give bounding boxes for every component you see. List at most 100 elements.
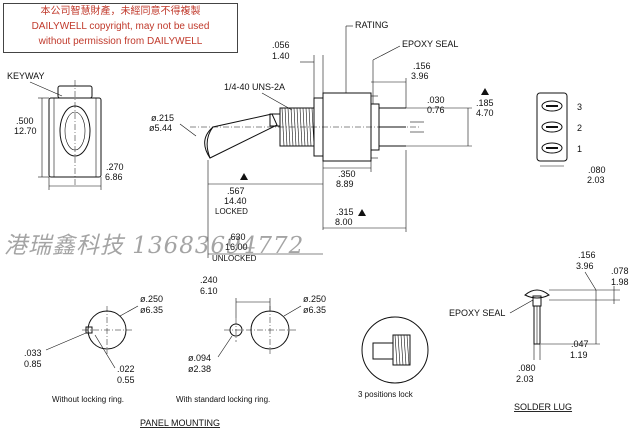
leader	[217, 335, 233, 358]
dim-seal-in: .156	[413, 61, 431, 71]
detail-circle	[361, 316, 429, 384]
side-view: ø.215 ø5.44 1/4-40 UNS-2A .056 1.40 RATI…	[149, 20, 494, 263]
dim-lug-t-mm: 1.19	[570, 350, 588, 360]
dim-lug-sp-mm: 2.03	[516, 374, 534, 384]
dim-flat1-mm: 0.85	[24, 359, 42, 369]
revision-triangle	[240, 173, 248, 180]
dim-ctr-in: .240	[200, 275, 218, 285]
dim-term-mm: 8.00	[335, 217, 353, 227]
dim-unlocked-mm: 16.00	[225, 242, 248, 252]
terminal-pin-3	[541, 100, 563, 112]
copyright-line-chinese: 本公司智慧財產，未經同意不得複製	[40, 6, 201, 17]
dim-depth-mm: 6.86	[105, 172, 123, 182]
leader	[119, 305, 139, 317]
solder-lug-header: SOLDER LUG	[514, 402, 572, 412]
dim-body-mm: 8.89	[336, 179, 354, 189]
dim-lug-sp-in: .080	[518, 363, 536, 373]
thread-label: 1/4-40 UNS-2A	[224, 82, 285, 92]
thread-line	[394, 334, 398, 366]
caption-without-ring: Without locking ring.	[52, 395, 124, 404]
thread-line	[308, 107, 312, 147]
lug-head	[524, 289, 550, 299]
dim-lug-t-in: .047	[571, 339, 589, 349]
panel-mounting-header: PANEL MOUNTING	[140, 418, 220, 428]
thread-line	[403, 334, 407, 366]
terminal-end-view: 3 2 1 .080 2.03	[536, 92, 606, 185]
dim-pin-space-in: .080	[588, 165, 606, 175]
unlocked-label: UNLOCKED	[212, 254, 257, 263]
thread-line	[406, 334, 410, 366]
leader	[584, 271, 597, 291]
dim-term-in: .315	[336, 207, 354, 217]
epoxy-seal-lug-leader	[509, 299, 534, 314]
dim-nut-mm: 1.40	[272, 51, 290, 61]
thread-line	[400, 334, 404, 366]
dim-unlocked-in: .630	[228, 232, 246, 242]
leader	[94, 334, 116, 369]
dim-seal-mm: 3.96	[411, 71, 429, 81]
dim-lug-w-in: .078	[611, 266, 629, 276]
pin-label-3: 3	[577, 102, 582, 112]
terminal-slot	[546, 147, 558, 149]
dim-lug-len-in: .156	[578, 250, 596, 260]
revision-triangle	[358, 209, 366, 216]
three-position-lock-detail: 3 positions lock	[358, 316, 429, 399]
dim-flat2-mm: 0.55	[117, 375, 135, 385]
dim-locked-in: .567	[227, 186, 245, 196]
solder-lug: .156 3.96 .078 1.98 EPOXY SEAL .047 1.19…	[449, 250, 629, 412]
three-positions-label: 3 positions lock	[358, 390, 414, 399]
dim-pitch-mm: 4.70	[476, 108, 494, 118]
thread-leader	[261, 92, 293, 111]
pin-label-1: 1	[577, 144, 582, 154]
leader	[179, 123, 197, 137]
dim-pinhole-mm: ø2.38	[188, 364, 211, 374]
keyway-flat	[85, 326, 93, 334]
dim-pinhole-in: ø.094	[188, 353, 211, 363]
dim-pin-space-mm: 2.03	[587, 175, 605, 185]
caption-with-ring: With standard locking ring.	[176, 395, 270, 404]
terminal-pin-1	[541, 142, 563, 154]
terminal-slot	[546, 126, 558, 128]
dim-lever-dia-in: ø.215	[151, 113, 174, 123]
epoxy-seal-lug-label: EPOXY SEAL	[449, 308, 505, 318]
dim-hole2-mm: ø6.35	[303, 305, 326, 315]
copyright-line-english-2: without permission from DAILYWELL	[38, 36, 203, 47]
dim-flat2-in: .022	[117, 364, 135, 374]
dim-flat1-in: .033	[24, 348, 42, 358]
dim-pitch-in: .185	[476, 98, 494, 108]
leader	[283, 305, 302, 317]
copyright-notice: 本公司智慧財產，未經同意不得複製 DAILYWELL copyright, ma…	[3, 3, 238, 53]
terminal-slot	[546, 105, 558, 107]
epoxy-seal-leader	[372, 45, 401, 61]
detail-bushing	[392, 334, 411, 366]
front-view: KEYWAY .500 12.70 .270 6.86	[7, 71, 124, 190]
keyway-label: KEYWAY	[7, 71, 45, 81]
epoxy-seal-label: EPOXY SEAL	[402, 39, 458, 49]
locked-label: LOCKED	[215, 207, 248, 216]
copyright-line-english-1: DAILYWELL copyright, may not be used	[31, 21, 210, 32]
dim-width-in: .500	[16, 116, 34, 126]
dim-ctr-mm: 6.10	[200, 286, 218, 296]
lever-tip-arc	[204, 126, 214, 159]
watermark: 港瑞鑫科技 13683694772	[4, 233, 305, 259]
terminal-pin-2	[541, 121, 563, 133]
dim-lug-len-mm: 3.96	[576, 261, 594, 271]
dim-hole1-in: ø.250	[140, 294, 163, 304]
revision-triangle	[481, 88, 489, 95]
dim-lever-dia-mm: ø5.44	[149, 123, 172, 133]
leader	[45, 332, 87, 351]
dim-nut-in: .056	[272, 40, 290, 50]
dim-hole1-mm: ø6.35	[140, 305, 163, 315]
lever	[206, 113, 278, 159]
thread-line	[397, 334, 401, 366]
end-view-body	[536, 92, 568, 162]
pin-label-2: 2	[577, 123, 582, 133]
detail-lever	[372, 342, 394, 360]
dim-pin-mm: 0.76	[427, 105, 445, 115]
dim-lug-w-mm: 1.98	[611, 277, 629, 287]
dim-depth-in: .270	[106, 162, 124, 172]
dim-locked-mm: 14.40	[224, 196, 247, 206]
detail-threads	[394, 334, 410, 366]
rating-label: RATING	[355, 20, 388, 30]
